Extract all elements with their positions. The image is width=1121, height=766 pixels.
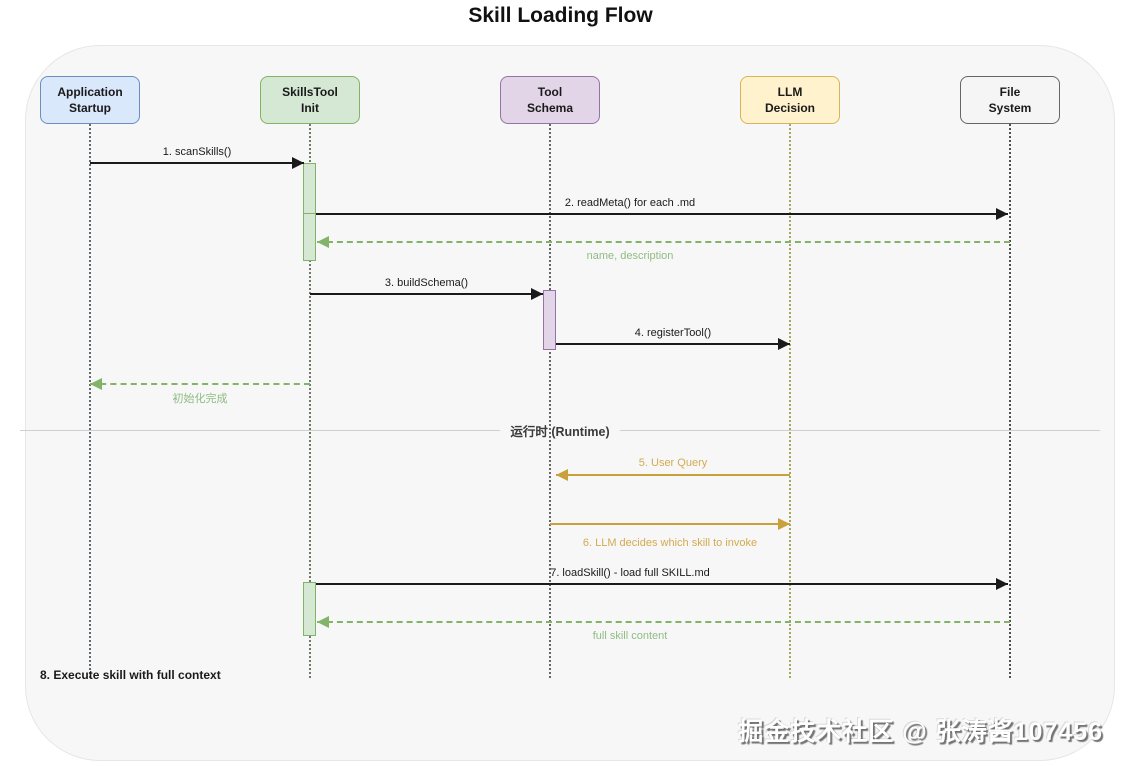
message-arrow-llm-decides [550,518,790,530]
lifeline-llm-decision [789,124,791,678]
message-label-llm-decides: 6. LLM decides which skill to invoke [582,537,758,549]
participant-file-system: File System [960,76,1060,124]
message-label-registertool: 4. registerTool() [634,327,712,339]
activation-skillstool-scan [303,163,316,214]
participant-label: SkillsTool [282,84,338,99]
message-label-init-complete: 初始化完成 [172,393,228,405]
diagram-panel [25,45,1115,761]
activation-tool-schema-build [543,290,556,350]
participant-label: Application [57,84,123,99]
lifeline-tool-schema [549,124,551,678]
message-arrow-readmeta [316,208,1008,220]
arrowhead-left-icon [556,469,568,481]
message-arrow-registertool [556,338,790,350]
participant-llm-decision: LLM Decision [740,76,840,124]
arrowhead-left-icon [90,378,102,390]
participant-tool-schema: Tool Schema [500,76,600,124]
message-arrow-init-complete [90,378,310,390]
participant-application-startup: Application Startup [40,76,140,124]
activation-skillstool-readmeta [303,213,316,261]
message-label-name-description: name, description [586,250,674,262]
participant-label: Startup [69,101,111,115]
arrowhead-right-icon [778,518,790,530]
arrowhead-left-icon [317,616,329,628]
message-arrow-buildschema [310,288,543,300]
activation-skillstool-loadskill [303,582,316,636]
message-label-readmeta: 2. readMeta() for each .md [564,197,696,209]
message-label-user-query: 5. User Query [638,457,708,469]
message-arrow-scanskills [90,157,304,169]
message-arrow-full-skill-content [317,616,1010,628]
message-label-scanskills: 1. scanSkills() [162,146,232,158]
lifeline-skillstool-init [309,124,311,678]
arrowhead-right-icon [778,338,790,350]
message-arrow-name-description [317,236,1010,248]
divider-line [20,430,501,431]
participant-label: Decision [764,101,815,115]
runtime-divider: 运行时 (Runtime) [20,421,1100,440]
divider-label: 运行时 (Runtime) [510,425,610,439]
message-arrow-user-query [556,469,790,481]
message-label-full-skill-content: full skill content [592,630,668,642]
note-execute-skill: 8. Execute skill with full context [40,668,221,682]
participant-label: Init [301,101,319,115]
message-label-loadskill: 7. loadSkill() - load full SKILL.md [550,567,710,579]
participant-label: System [988,101,1032,115]
participant-label: File [999,84,1021,99]
message-label-buildschema: 3. buildSchema() [384,277,469,289]
arrowhead-right-icon [996,578,1008,590]
divider-line [619,430,1100,431]
participant-label: Tool [537,84,563,99]
participant-label: LLM [777,84,803,99]
arrowhead-right-icon [531,288,543,300]
watermark-text: 掘金技术社区 @ 张涛酱107456 [738,718,1103,746]
diagram-title: Skill Loading Flow [468,4,653,27]
message-arrow-loadskill [316,578,1008,590]
arrowhead-right-icon [996,208,1008,220]
participant-label: Schema [526,101,574,115]
arrowhead-left-icon [317,236,329,248]
lifeline-file-system [1009,124,1011,678]
lifeline-application-startup [89,124,91,678]
arrowhead-right-icon [292,157,304,169]
participant-skillstool-init: SkillsTool Init [260,76,360,124]
